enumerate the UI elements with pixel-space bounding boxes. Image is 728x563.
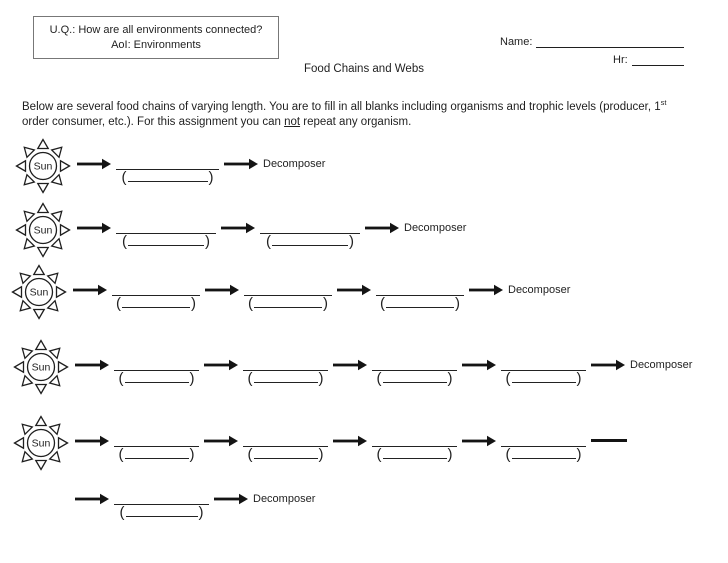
sun-icon [12, 415, 70, 471]
trophic-level-blank: () [266, 233, 354, 250]
arrow-icon [204, 359, 238, 371]
organism-blank-cell: () [116, 202, 216, 250]
decomposer-label: Decomposer [404, 222, 467, 234]
instructions-paragraph: Below are several food chains of varying… [22, 95, 714, 131]
trophic-level-blank: () [122, 233, 210, 250]
organism-blank [501, 339, 586, 371]
area-of-interaction-line: AoI: Environments [111, 38, 201, 51]
hour-field-row: Hr: [613, 53, 684, 66]
organism-blank-cell: () [243, 415, 328, 463]
continuation-line [591, 439, 627, 442]
food-chain-row-2: () () Decomposer [14, 202, 466, 258]
organism-blank [372, 339, 457, 371]
arrow-icon [75, 359, 109, 371]
organism-blank-cell: () [501, 415, 586, 463]
trophic-level-blank: () [505, 446, 582, 463]
organism-blank-cell: () [116, 138, 219, 186]
organism-blank [376, 264, 464, 296]
arrow-icon [365, 222, 399, 234]
organism-blank [243, 339, 328, 371]
arrow-icon [462, 435, 496, 447]
food-chain-row-5-continued: () Decomposer [75, 473, 315, 521]
organism-blank-cell: () [501, 339, 586, 387]
arrow-icon [333, 435, 367, 447]
organism-blank-cell: () [372, 339, 457, 387]
decomposer-label: Decomposer [630, 359, 693, 371]
organism-blank [116, 202, 216, 234]
hour-label: Hr: [613, 54, 628, 66]
instructions-line-2: order consumer, etc.). For this assignme… [22, 116, 412, 129]
underlined-not: not [284, 116, 301, 129]
organism-blank [243, 415, 328, 447]
decomposer-label: Decomposer [263, 158, 326, 170]
arrow-icon [214, 493, 248, 505]
ordinal-superscript: st [660, 98, 667, 107]
food-chain-row-3: () () () Decomposer [10, 264, 570, 320]
organism-blank [260, 202, 360, 234]
organism-blank [116, 138, 219, 170]
trophic-level-blank: () [116, 295, 196, 312]
trophic-level-blank: () [248, 295, 328, 312]
trophic-level-blank: () [380, 295, 460, 312]
trophic-level-blank: () [118, 446, 195, 463]
trophic-level-blank: () [121, 169, 214, 186]
organism-blank-cell: () [112, 264, 200, 312]
organism-blank [501, 415, 586, 447]
arrow-icon [333, 359, 367, 371]
trophic-level-blank: () [505, 370, 582, 387]
decomposer-label: Decomposer [253, 493, 316, 505]
organism-blank-cell: () [243, 339, 328, 387]
arrow-icon [75, 493, 109, 505]
organism-blank-cell: () [244, 264, 332, 312]
name-blank [536, 35, 685, 48]
arrow-icon [77, 158, 111, 170]
arrow-icon [204, 435, 238, 447]
arrow-icon [221, 222, 255, 234]
organism-blank [114, 415, 199, 447]
sun-icon [14, 138, 72, 194]
food-chain-row-4: () () () () Decomposer [12, 339, 692, 395]
name-field-row: Name: [500, 35, 685, 48]
sun-icon [12, 339, 70, 395]
trophic-level-blank: () [119, 504, 204, 521]
organism-blank-cell: () [372, 415, 457, 463]
page-title: Food Chains and Webs [304, 63, 424, 75]
organism-blank-cell: () [114, 473, 209, 521]
arrow-icon [337, 284, 371, 296]
sun-icon [14, 202, 72, 258]
organism-blank [372, 415, 457, 447]
trophic-level-blank: () [247, 446, 324, 463]
organism-blank-cell: () [114, 415, 199, 463]
organism-blank-cell: () [260, 202, 360, 250]
decomposer-label: Decomposer [508, 284, 571, 296]
food-chain-row-5: () () () () [12, 415, 627, 471]
name-label: Name: [500, 36, 533, 48]
unit-question-line: U.Q.: How are all environments connected… [49, 23, 263, 36]
arrow-icon [205, 284, 239, 296]
instructions-line-1: Below are several food chains of varying… [22, 98, 667, 113]
unit-question-box: U.Q.: How are all environments connected… [33, 16, 279, 59]
arrow-icon [224, 158, 258, 170]
organism-blank-cell: () [376, 264, 464, 312]
trophic-level-blank: () [118, 370, 195, 387]
arrow-icon [469, 284, 503, 296]
sun-icon [10, 264, 68, 320]
food-chain-row-1: () Decomposer [14, 138, 325, 194]
arrow-icon [462, 359, 496, 371]
arrow-icon [73, 284, 107, 296]
arrow-icon [77, 222, 111, 234]
trophic-level-blank: () [376, 446, 453, 463]
trophic-level-blank: () [247, 370, 324, 387]
trophic-level-blank: () [376, 370, 453, 387]
hour-blank [631, 53, 684, 66]
organism-blank [114, 339, 199, 371]
organism-blank [114, 473, 209, 505]
organism-blank-cell: () [114, 339, 199, 387]
organism-blank [244, 264, 332, 296]
arrow-icon [75, 435, 109, 447]
organism-blank [112, 264, 200, 296]
arrow-icon [591, 359, 625, 371]
